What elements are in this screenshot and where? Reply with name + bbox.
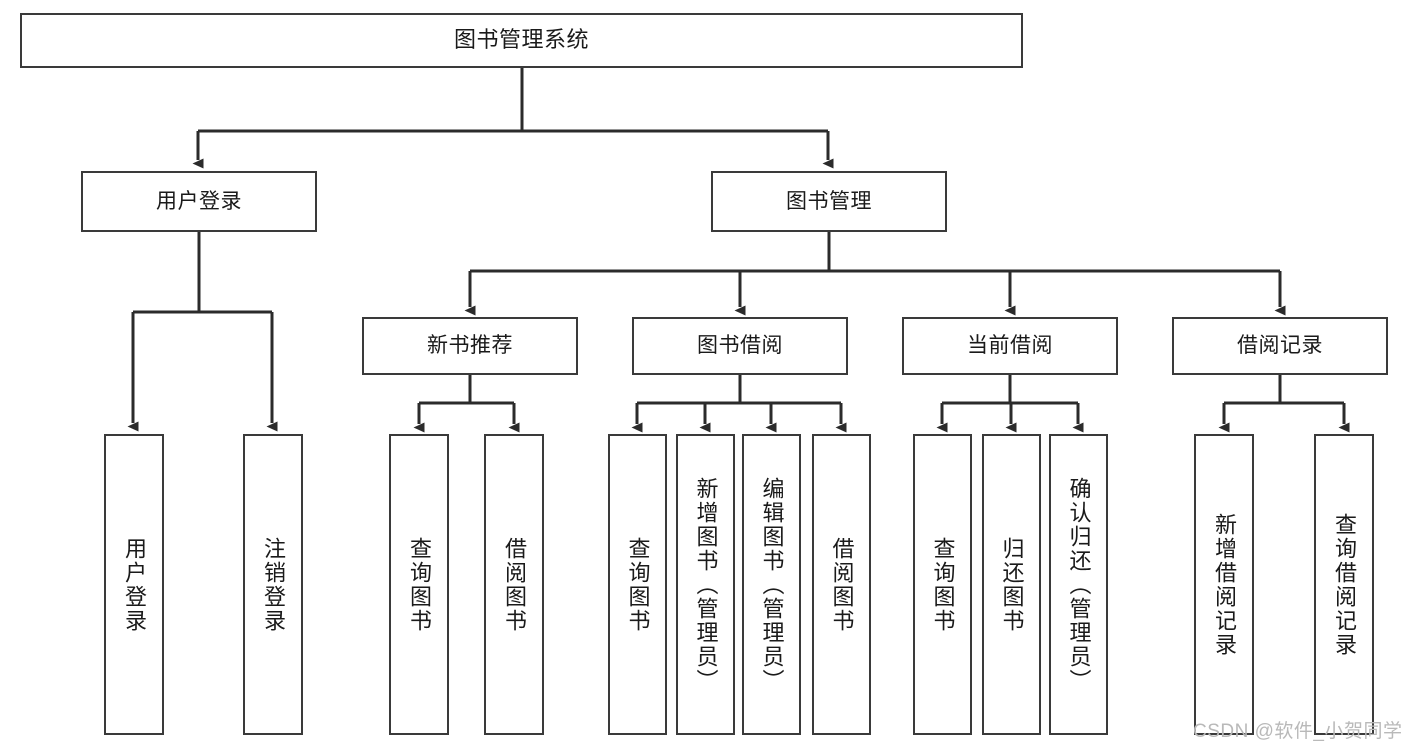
node-leaf-add-record-label: 新增借阅记录 bbox=[1212, 512, 1237, 657]
node-leaf-query-book-cur-label: 查询图书 bbox=[930, 536, 956, 633]
node-leaf-add-book-label: 新增图书（管理员） bbox=[693, 476, 719, 693]
node-leaf-user-login-label: 用户登录 bbox=[122, 536, 147, 633]
node-root-label: 图书管理系统 bbox=[453, 27, 589, 53]
node-root[interactable]: 图书管理系统 bbox=[20, 13, 1023, 68]
node-leaf-edit-book[interactable]: 编辑图书（管理员） bbox=[742, 434, 801, 735]
node-leaf-query-record[interactable]: 查询借阅记录 bbox=[1314, 434, 1374, 735]
node-leaf-query-book-rec-label: 查询图书 bbox=[407, 536, 432, 633]
watermark: CSDN @软件_小贺同学 bbox=[1193, 721, 1403, 742]
node-user-login-label: 用户登录 bbox=[156, 189, 242, 213]
node-leaf-borrow-book-bor[interactable]: 借阅图书 bbox=[812, 434, 871, 735]
node-leaf-query-book-cur[interactable]: 查询图书 bbox=[913, 434, 972, 735]
node-new-book-rec[interactable]: 新书推荐 bbox=[362, 317, 578, 375]
node-book-manage-label: 图书管理 bbox=[786, 189, 872, 213]
node-leaf-return-book[interactable]: 归还图书 bbox=[982, 434, 1041, 735]
node-current-borrow[interactable]: 当前借阅 bbox=[902, 317, 1118, 375]
node-leaf-logout[interactable]: 注销登录 bbox=[243, 434, 303, 735]
node-leaf-logout-label: 注销登录 bbox=[261, 536, 286, 633]
node-book-manage[interactable]: 图书管理 bbox=[711, 171, 947, 232]
node-leaf-query-book-bor[interactable]: 查询图书 bbox=[608, 434, 667, 735]
node-leaf-user-login[interactable]: 用户登录 bbox=[104, 434, 164, 735]
node-borrow-record-label: 借阅记录 bbox=[1237, 334, 1323, 358]
node-book-borrow-label: 图书借阅 bbox=[697, 334, 783, 358]
node-current-borrow-label: 当前借阅 bbox=[967, 334, 1053, 358]
node-leaf-confirm-return[interactable]: 确认归还（管理员） bbox=[1049, 434, 1108, 735]
node-book-borrow[interactable]: 图书借阅 bbox=[632, 317, 848, 375]
node-borrow-record[interactable]: 借阅记录 bbox=[1172, 317, 1388, 375]
node-leaf-query-book-bor-label: 查询图书 bbox=[625, 536, 651, 633]
node-leaf-edit-book-label: 编辑图书（管理员） bbox=[759, 476, 785, 693]
node-user-login[interactable]: 用户登录 bbox=[81, 171, 317, 232]
node-leaf-borrow-book-rec-label: 借阅图书 bbox=[502, 536, 527, 633]
node-leaf-borrow-book-bor-label: 借阅图书 bbox=[829, 536, 855, 633]
node-leaf-add-book[interactable]: 新增图书（管理员） bbox=[676, 434, 735, 735]
node-new-book-rec-label: 新书推荐 bbox=[427, 334, 513, 358]
node-leaf-query-record-label: 查询借阅记录 bbox=[1332, 512, 1357, 657]
node-leaf-add-record[interactable]: 新增借阅记录 bbox=[1194, 434, 1254, 735]
node-leaf-confirm-return-label: 确认归还（管理员） bbox=[1066, 476, 1092, 693]
node-leaf-borrow-book-rec[interactable]: 借阅图书 bbox=[484, 434, 544, 735]
node-leaf-query-book-rec[interactable]: 查询图书 bbox=[389, 434, 449, 735]
node-leaf-return-book-label: 归还图书 bbox=[999, 536, 1025, 633]
